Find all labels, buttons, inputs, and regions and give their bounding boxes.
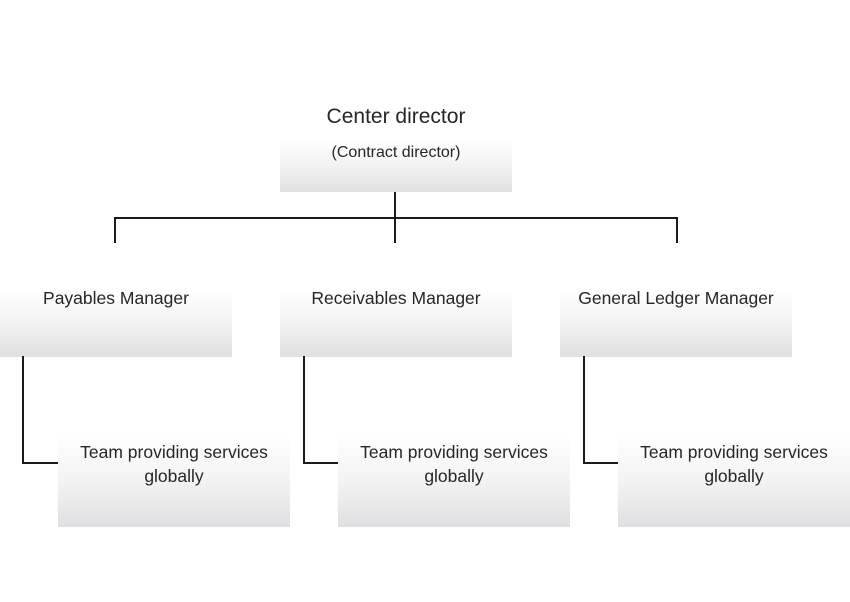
connector-elbow-vertical-1 [22, 356, 24, 464]
team-label-1: Team providing services globally [80, 442, 268, 486]
director-title: Center director [326, 105, 466, 128]
team-label-3: Team providing services globally [640, 442, 828, 486]
manager-node-box-receivables [280, 290, 512, 357]
manager-label-general-ledger: General Ledger Manager [578, 288, 774, 308]
team-node-box-2 [338, 437, 570, 527]
manager-node-box-payables [0, 290, 232, 357]
connector-drop-left [114, 217, 116, 243]
connector-drop-right [676, 217, 678, 243]
connector-elbow-vertical-2 [303, 356, 305, 464]
manager-label-receivables: Receivables Manager [311, 288, 481, 308]
team-node-box-1 [58, 437, 290, 527]
connector-horizontal-bar [114, 217, 678, 219]
team-label-2: Team providing services globally [360, 442, 548, 486]
connector-elbow-horizontal-1 [22, 462, 58, 464]
manager-label-payables: Payables Manager [43, 288, 189, 308]
connector-elbow-vertical-3 [583, 356, 585, 464]
connector-elbow-horizontal-2 [303, 462, 339, 464]
director-node-box [280, 141, 512, 192]
director-subtitle: (Contract director) [331, 144, 461, 161]
connector-elbow-horizontal-3 [583, 462, 619, 464]
manager-node-box-general-ledger [560, 290, 792, 357]
team-node-box-3 [618, 437, 850, 527]
